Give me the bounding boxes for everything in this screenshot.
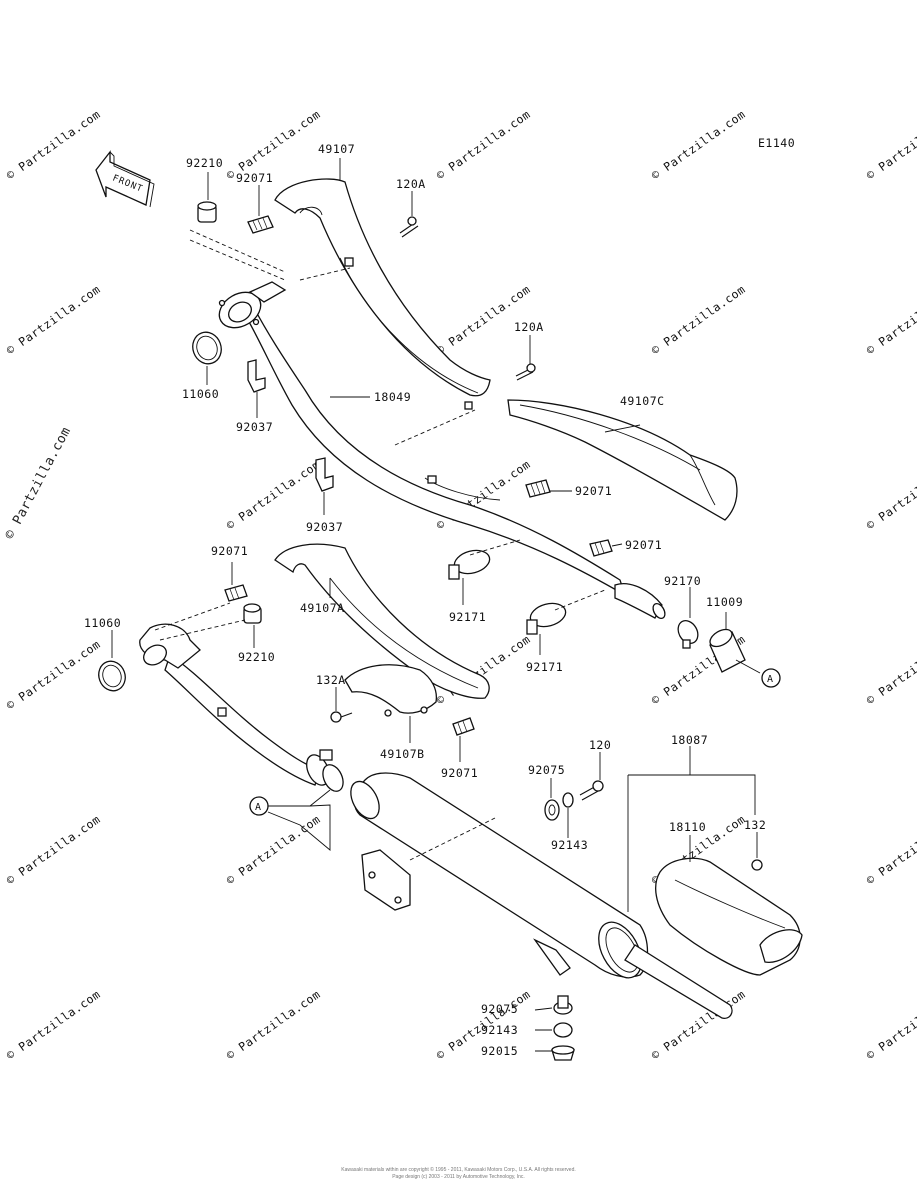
heat-cover-49107c [507,399,738,521]
label-92015: 92015 [481,1044,518,1058]
label-92170: 92170 [664,574,701,588]
watermark: © Partzilla.com [224,812,323,887]
heat-cover-49107b [344,664,438,717]
watermark: © Partzilla.com [4,637,103,712]
diagram-code: E1140 [758,136,795,150]
label-92071-bottom: 92071 [441,766,478,780]
label-49107b: 49107B [380,747,425,761]
bolt-120a-top [399,216,419,238]
watermark: © Partzilla.com [4,987,103,1062]
collar-92143-top [562,792,574,808]
watermark: © Partzilla.com [4,812,103,887]
label-11009: 11009 [706,595,743,609]
front-arrow-icon: FRONT [95,150,155,208]
bolt-120 [579,780,604,801]
label-132a: 132A [316,673,346,687]
watermark: © Partzilla.com [4,282,103,357]
label-92071-left: 92071 [211,544,248,558]
muffler-body [350,772,733,1019]
label-11060-left: 11060 [84,616,121,630]
label-92075-top: 92075 [528,763,565,777]
bracket-92037-top [247,359,266,393]
muffler-cap-18110 [655,857,803,976]
watermark: © Partzilla.com [649,107,748,182]
nut-92015 [551,1045,575,1061]
watermark-vertical: © Partzilla.com [2,425,74,542]
label-49107: 49107 [318,142,355,156]
heat-cover-49107a [274,543,490,699]
watermark: © Partzilla.com [649,282,748,357]
damper-92071-bottom [452,717,475,736]
collar-92143-bottom [553,1022,573,1038]
copyright-line-2: Page design (c) 2003 - 2011 by Automotiv… [392,1174,525,1180]
watermark: © Partzilla.com [434,107,533,182]
watermark: © Partzilla.com [864,107,917,182]
grommet-92075-top [544,799,560,821]
watermark: © Partzilla.com [864,282,917,357]
bolt-132a [330,711,353,723]
label-92075-bottom: 92075 [481,1002,518,1016]
exhaust-pipe-18049 [247,297,666,620]
gasket-11060-top [192,331,222,365]
label-92171-a: 92171 [449,610,486,624]
label-92210-left: 92210 [238,650,275,664]
label-120: 120 [589,738,611,752]
label-92071-right2: 92071 [625,538,662,552]
watermark: © Partzilla.com [864,987,917,1062]
exhaust-pipe-lower [139,623,321,786]
watermark: © Partzilla.com [864,632,917,707]
watermark: © Partzilla.com [4,107,103,182]
damper-92071-top [247,215,274,234]
label-18049: 18049 [374,390,411,404]
gasket-11060-left [98,660,126,692]
heat-cover-49107 [274,178,491,410]
label-92037-top: 92037 [236,420,273,434]
grommet-92075-bottom [553,995,573,1015]
part-labels: 92210 92071 49107 120A 11060 92037 120A … [84,142,766,1058]
label-92171-b: 92171 [526,660,563,674]
label-11060-top: 11060 [182,387,219,401]
ref-marker-a-right: A [761,668,781,688]
damper-92071-left [224,584,248,602]
label-92037-mid: 92037 [306,520,343,534]
ref-marker-text: A [255,802,262,813]
bracket-92037-mid [315,457,334,492]
damper-92071-right2 [589,539,613,557]
label-92143-top: 92143 [551,838,588,852]
clamp-92171-b [526,602,567,635]
label-92071-right1: 92071 [575,484,612,498]
label-132: 132 [744,818,766,832]
flange-top [218,281,287,329]
label-92143-bottom: 92143 [481,1023,518,1037]
seal-11009 [709,628,746,673]
collar-92210-top [197,201,217,223]
label-120a-mid: 120A [514,320,544,334]
label-120a-top: 120A [396,177,426,191]
label-49107a: 49107A [300,601,345,615]
muffler-joint-clamp [306,749,344,792]
label-92071-top: 92071 [236,171,273,185]
damper-92071-right1 [525,479,551,498]
collar-92210-left [243,603,262,624]
label-18087: 18087 [671,733,708,747]
leader-lines [111,158,761,1052]
watermark: © Partzilla.com [864,457,917,532]
copyright-line-1: Kawasaki materials within are copyright … [341,1167,576,1173]
bolt-132 [751,859,763,871]
ref-marker-text: A [767,674,774,685]
label-18110: 18110 [669,820,706,834]
watermark: © Partzilla.com [864,812,917,887]
clamp-92170 [677,620,699,649]
watermark: © Partzilla.com [224,987,323,1062]
clamp-92171-a [448,549,491,580]
label-49107c: 49107C [620,394,665,408]
label-92210-top: 92210 [186,156,223,170]
bolt-120a-mid [515,363,536,381]
ref-marker-a-left: A [249,796,269,816]
